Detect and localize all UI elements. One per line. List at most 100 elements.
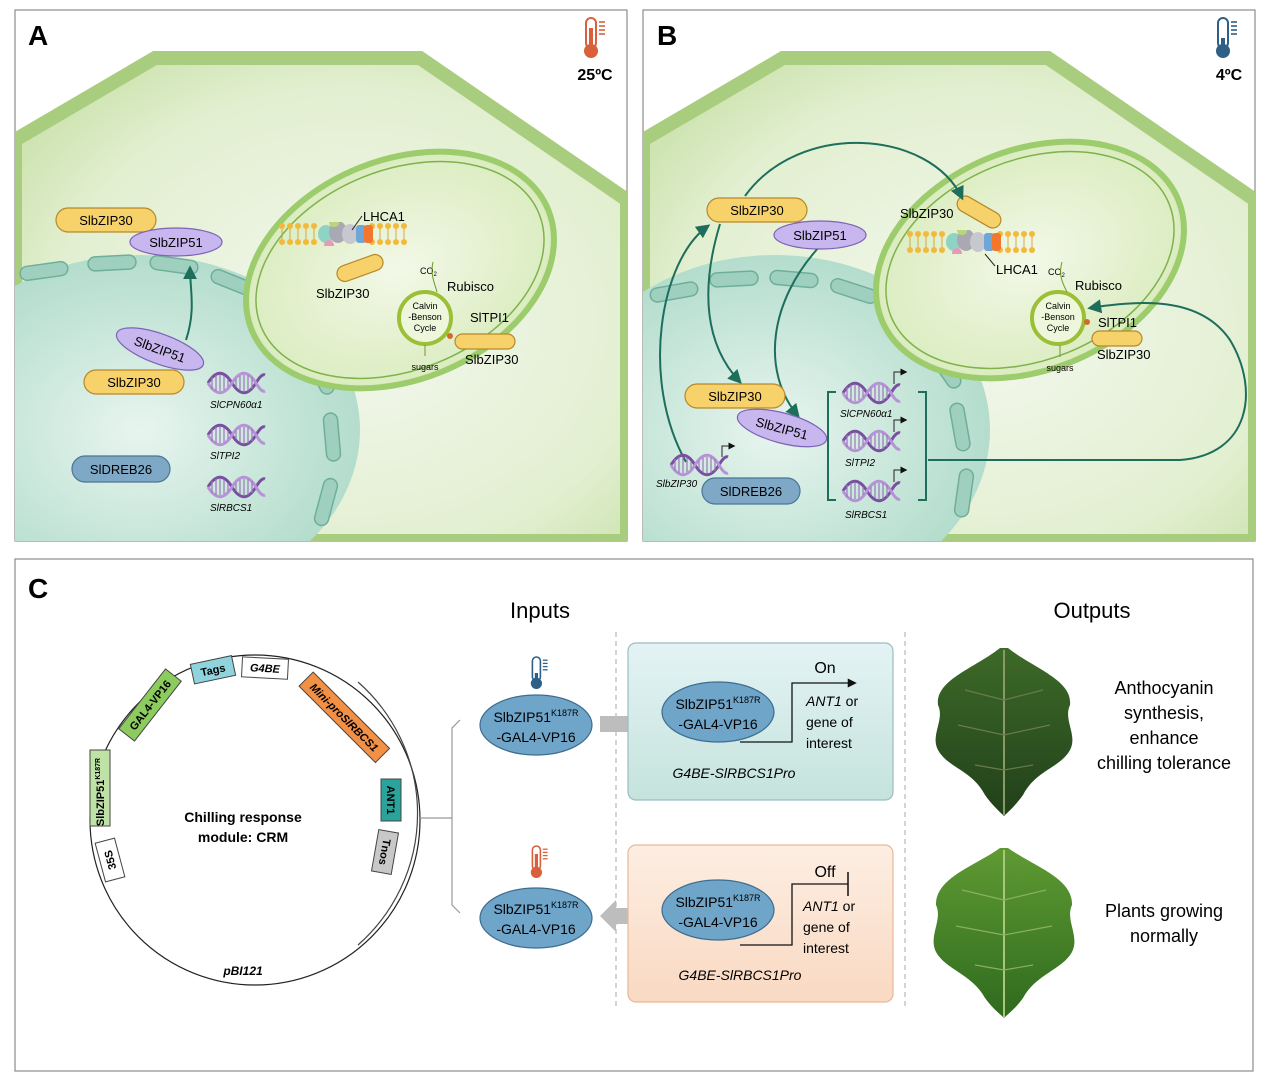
cold-row: SlbZIP51K187R -GAL4-VP16 SlbZIP51K187R -…	[479, 642, 894, 801]
sugars-b-label: sugars	[1046, 363, 1074, 373]
sldreb26-b-label: SlDREB26	[720, 484, 782, 499]
promoter-off-line	[740, 883, 848, 946]
warm-input-label-1: SlbZIP51K187R	[493, 900, 579, 917]
calvin-label-2: -Benson	[408, 312, 442, 322]
cold-box-tf-1: SlbZIP51K187R	[675, 695, 761, 712]
cyto-slbzip51-b	[773, 220, 867, 250]
output-cold-4: chilling tolerance	[1097, 753, 1231, 773]
sldreb26-b	[701, 477, 801, 505]
gene-cpn60-a: SlCPN60α1	[210, 400, 262, 411]
nuc-slbzip30-b-label: SlbZIP30	[708, 389, 761, 404]
slbzip30-membrane-label: SlbZIP30	[316, 286, 369, 301]
cyto-slbzip30-a	[55, 207, 157, 233]
cyto-slbzip30-a-label: SlbZIP30	[79, 213, 132, 228]
calvin-b-label-1: Calvin	[1045, 301, 1070, 311]
panel-b-temp: 4ºC	[1216, 67, 1243, 84]
warm-input-label-2: -GAL4-VP16	[496, 921, 576, 937]
calvin-b-label-3: Cycle	[1047, 323, 1070, 333]
warm-box-tf-1: SlbZIP51K187R	[675, 893, 761, 910]
output-cold-1: Anthocyanin	[1114, 678, 1213, 698]
segment-g4be: G4BE	[240, 656, 290, 680]
cold-input-label-2: -GAL4-VP16	[496, 729, 576, 745]
cold-box-tf	[661, 681, 775, 743]
segment-ant1: ANT1	[380, 778, 402, 822]
sldreb26-a	[71, 455, 171, 483]
chloroplast-a	[243, 148, 557, 392]
warm-gene-3: interest	[803, 940, 849, 956]
warm-gene-1: ANT1 or	[802, 898, 855, 914]
slbzip30-cycle-shape	[454, 333, 516, 350]
sldreb26-a-label: SlDREB26	[90, 462, 152, 477]
lhca1-b-label: LHCA1	[996, 262, 1038, 277]
warm-state: Off	[814, 864, 836, 881]
segment-tags: Tags	[189, 655, 237, 685]
warm-input-tf	[479, 887, 593, 949]
panel-b-letter: B	[657, 20, 677, 51]
slbzip30-cycle-b-shape	[1091, 330, 1143, 347]
tpi1-dot	[447, 333, 453, 339]
cold-gene-2: gene of	[806, 714, 853, 730]
nuc-slbzip51-b	[736, 408, 828, 448]
cold-state: On	[814, 660, 835, 677]
segment-tnos: Tnos	[370, 829, 400, 875]
svg-text:Tnos: Tnos	[376, 838, 392, 866]
warm-gene-2: gene of	[803, 919, 850, 935]
co2-label: CO2	[420, 266, 438, 278]
segment-35s: 35S	[94, 837, 126, 883]
chloroplast-b	[873, 138, 1187, 382]
rubisco-b-label: Rubisco	[1075, 278, 1122, 293]
cold-box-tf-2: -GAL4-VP16	[678, 716, 758, 732]
calvin-label-3: Cycle	[414, 323, 437, 333]
plasmid-backbone-label: pBI121	[222, 964, 263, 978]
plasmid-center-1: Chilling response	[184, 809, 302, 825]
calvin-label-1: Calvin	[412, 301, 437, 311]
svg-text:Tags: Tags	[200, 662, 227, 679]
normal-leaf-image	[933, 848, 1075, 1018]
svg-text:ANT1: ANT1	[384, 786, 396, 815]
panel-c: C Inputs Outputs Chilling response modul…	[14, 558, 1254, 1072]
calvin-cycle-a	[397, 290, 453, 346]
sltpi1-label: SlTPI1	[470, 310, 509, 325]
panel-a: LHCA1 SlbZIP30 Calvin -Benson Cycle CO2 …	[14, 9, 628, 542]
warm-box-tf	[661, 879, 775, 941]
nuc-slbzip30-b	[684, 383, 786, 409]
cold-gene-3: interest	[806, 735, 852, 751]
cyto-slbzip30-b	[706, 197, 808, 223]
lhca1-label: LHCA1	[363, 209, 405, 224]
slbzip30-chloro-label: SlbZIP30	[900, 206, 953, 221]
panel-a-temp: 25ºC	[577, 67, 613, 84]
slbzip30-cycle-b-label: SlbZIP30	[1097, 347, 1150, 362]
promoter-on-arrow	[740, 678, 857, 743]
sltpi1-b-label: SlTPI1	[1098, 315, 1137, 330]
cold-input-tf	[479, 694, 593, 756]
gene-rbcs1-b: SlRBCS1	[845, 510, 887, 521]
cyto-slbzip30-b-label: SlbZIP30	[730, 203, 783, 218]
gene-tpi2-b: SlTPI2	[845, 458, 875, 469]
warm-row: SlbZIP51K187R -GAL4-VP16 SlbZIP51K187R -…	[479, 844, 894, 1003]
gene-rbcs1-a: SlRBCS1	[210, 503, 252, 514]
input-bracket	[451, 719, 461, 914]
cyto-slbzip51-a-label: SlbZIP51	[149, 235, 202, 250]
calvin-cycle-b	[1030, 290, 1086, 346]
svg-text:35S: 35S	[103, 849, 120, 871]
svg-text:SlbZIP51K187R: SlbZIP51K187R	[95, 758, 107, 826]
nuc-slbzip51-a	[115, 327, 205, 371]
output-cold-3: enhance	[1129, 728, 1198, 748]
export-arrow-a	[183, 265, 198, 341]
anthocyanin-leaf-image	[935, 648, 1073, 816]
panel-b: SlbZIP30 LHCA1 Calvin -Benson Cycle CO2 …	[642, 9, 1256, 542]
cyto-slbzip51-b-label: SlbZIP51	[793, 228, 846, 243]
nuc-slbzip30-a	[83, 369, 185, 395]
segment-slbzip51: SlbZIP51K187R	[89, 749, 111, 827]
nuc-slbzip30-a-label: SlbZIP30	[107, 375, 160, 390]
co2-b-label: CO2	[1048, 267, 1066, 279]
output-warm-2: normally	[1130, 926, 1198, 946]
cyto-slbzip51-a	[129, 227, 223, 257]
tpi1-b-dot	[1084, 319, 1090, 325]
plasmid-center-2: module: CRM	[198, 829, 288, 845]
gene-cpn60-b: SlCPN60α1	[840, 409, 892, 420]
gene-bzip30-b: SlbZIP30	[656, 479, 698, 490]
svg-text:G4BE: G4BE	[250, 662, 281, 676]
transport-arrows-b	[659, 142, 1247, 463]
